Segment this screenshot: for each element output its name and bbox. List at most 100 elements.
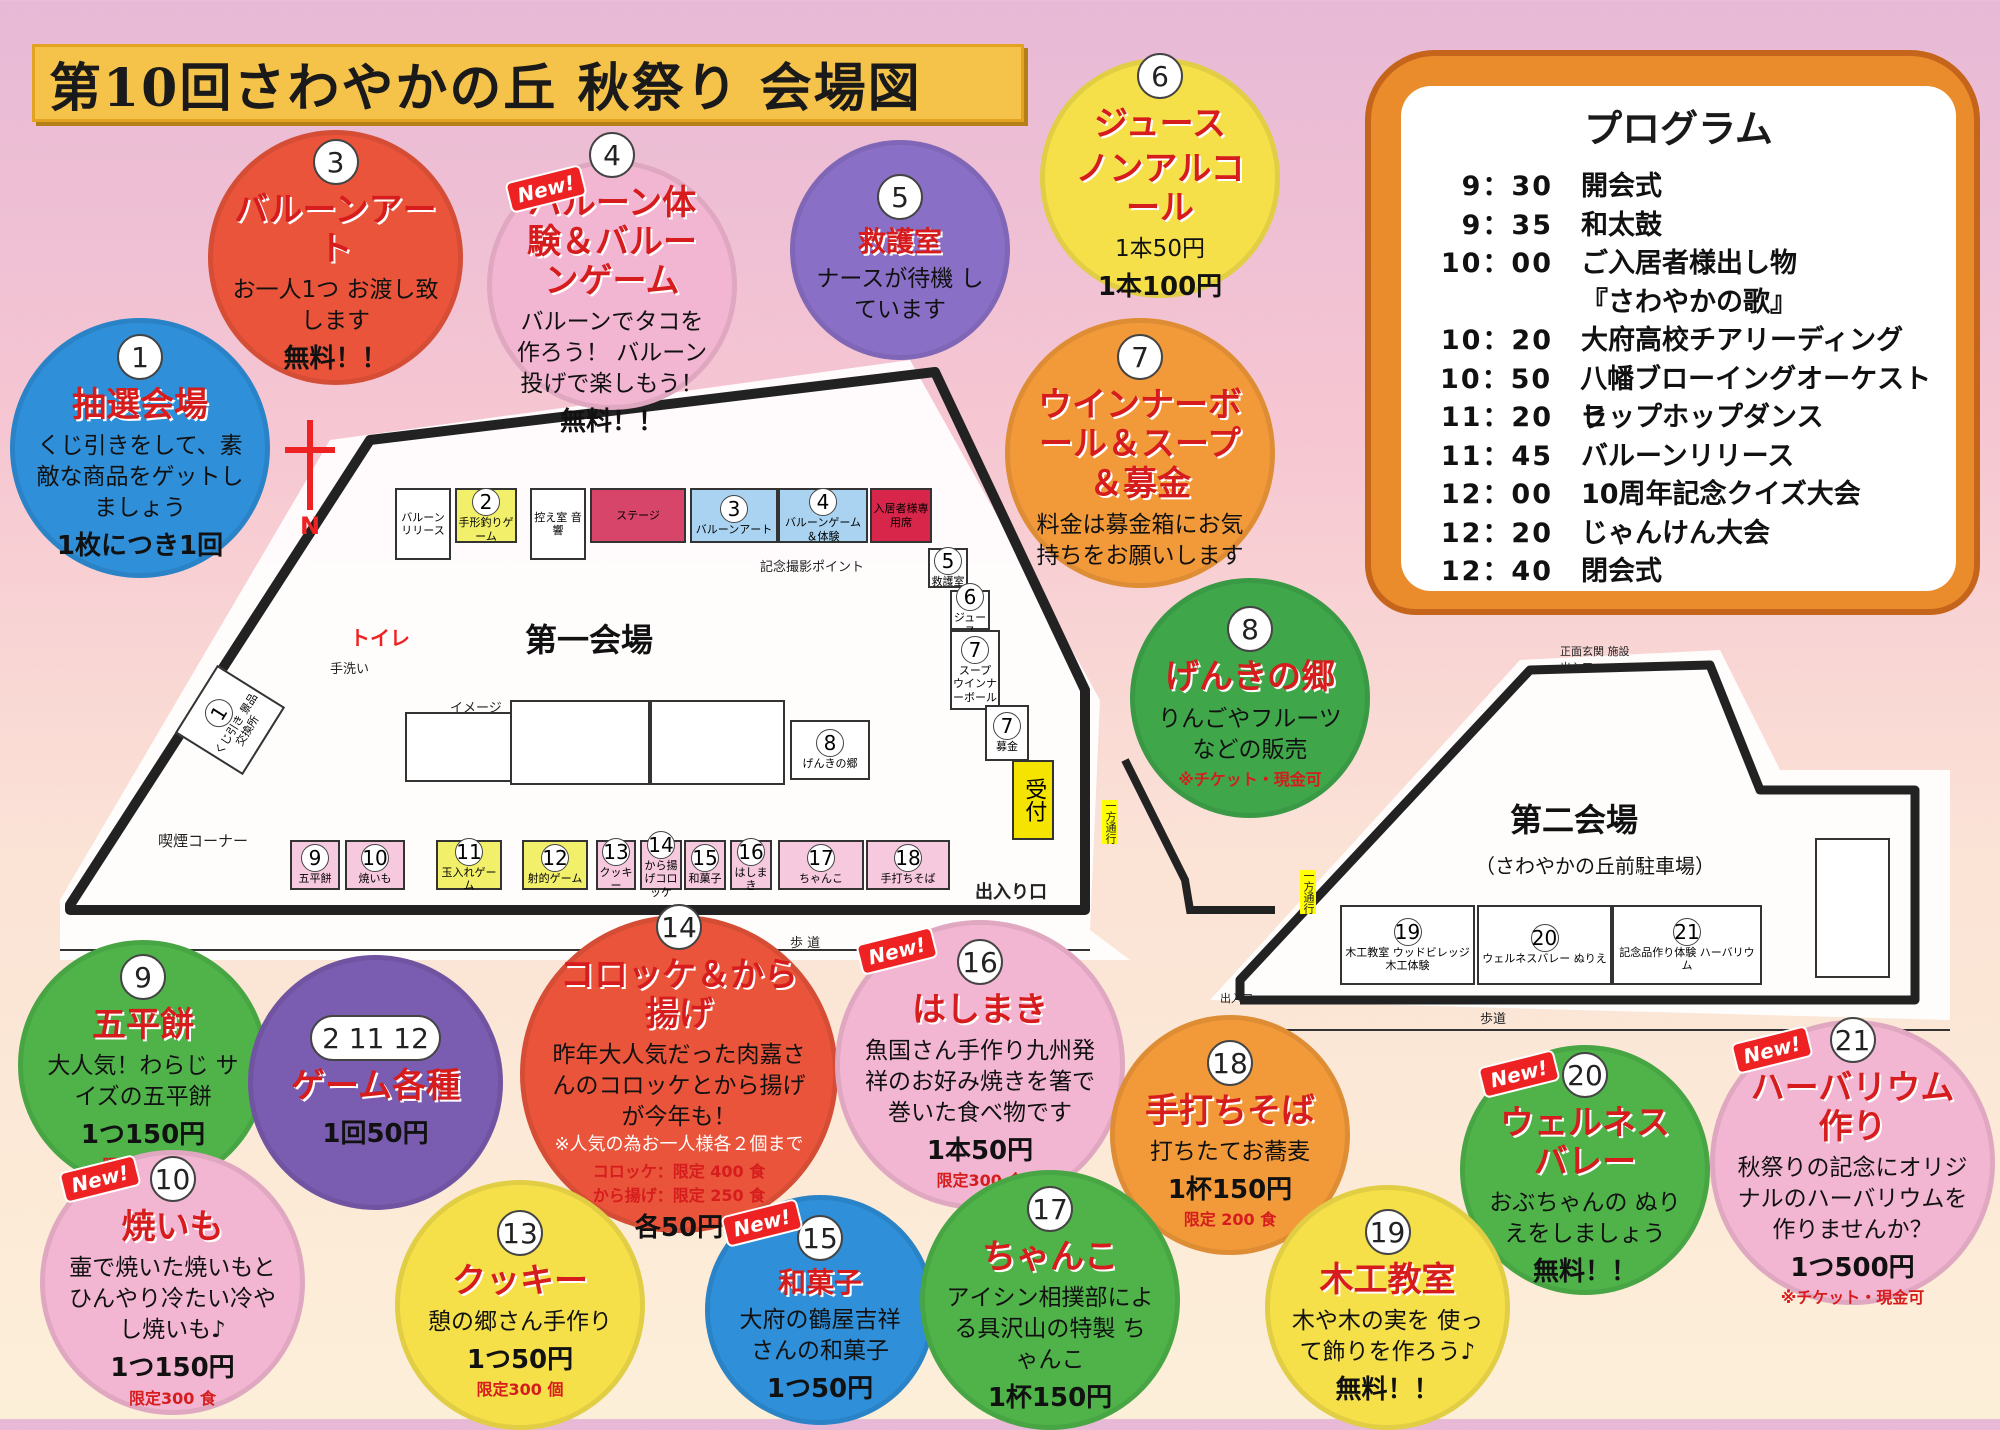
reception-booth: 受付 [1012, 760, 1054, 840]
circle-body: ナースが待機 しています [816, 266, 984, 324]
program-time: 12：20 [1440, 517, 1553, 549]
circle-number: 6 [1137, 52, 1183, 99]
circle-price: 1杯150円 [987, 1382, 1113, 1413]
circle-title: げんきの郷 [1165, 657, 1335, 698]
booth-number: 6 [956, 582, 984, 611]
exit2-label: 出入口 [1220, 992, 1253, 1005]
circle-number: 9 [120, 954, 166, 1001]
circle-price: 1つ50円 [766, 1373, 874, 1404]
circle-number: 19 [1364, 1208, 1411, 1255]
booth-8-label: げんきの郷 [802, 757, 858, 771]
circle-number: 5 [877, 173, 923, 220]
circle-title: クッキー [452, 1260, 588, 1301]
booth-label: 射的ゲーム [527, 872, 583, 886]
circle-number: 4 [589, 131, 635, 178]
circle-body: 秋祭りの記念にオリジナルのハーバリウムを作りませんか？ [1737, 1154, 1968, 1243]
circle-title: ウェルネスバレー [1500, 1102, 1670, 1182]
circle-body: りんごやフルーツ などの販売 [1158, 705, 1342, 763]
booth-number: 15 [691, 844, 719, 873]
circle-price: 1つ500円 [1790, 1252, 1915, 1283]
north-label: N [300, 512, 321, 540]
circle-body: お一人1つ お渡し致します [232, 277, 439, 335]
circle-body: くじ引きをして、素敵な商品をゲットしましょう [36, 432, 244, 521]
circle-number: 18 [1207, 1039, 1253, 1086]
program-row: 12：20 じゃんけん大会 [1411, 511, 1770, 550]
circle-limit: 限定 200 食 [1183, 1210, 1277, 1230]
smoking-label: 喫煙コーナー [158, 832, 249, 850]
exit-label: 出入り口 [975, 882, 1047, 903]
toilet-label: トイレ [350, 626, 410, 650]
circle-limit: から揚げ：限定 250 食 [592, 1185, 766, 1205]
circle-number: 15 [797, 1214, 843, 1261]
oneway-label-1: 一方通行 [1102, 800, 1118, 844]
booth-number: 12 [541, 844, 569, 873]
photo-label: 記念撮影ポイント [760, 560, 865, 575]
circle-title: ノンアルコール [1075, 148, 1245, 228]
booth-7b-number: 7 [993, 712, 1021, 741]
booth-number: 17 [807, 844, 835, 873]
page-title: 第10回さわやかの丘 秋祭り 会場図 [32, 44, 1024, 122]
booth-number: 5 [934, 547, 962, 576]
program-time: 9：30 [1461, 171, 1553, 202]
table-set-3 [650, 700, 785, 785]
venue2-outline [1235, 660, 1920, 1005]
circle-title: バルーンアート [234, 190, 437, 270]
booth-7b-label: 募金 [996, 740, 1018, 754]
program-title: プログラム [1584, 107, 1773, 151]
circle-limit: コロッケ：限定 400 食 [592, 1161, 766, 1181]
circle-price: 1枚につき1回 [56, 530, 224, 561]
circle-number: 16 [957, 938, 1003, 985]
program-time: 10：00 [1440, 248, 1553, 279]
circle-price: 無料！！ [559, 406, 664, 437]
venue1-label: 第一会場 [525, 621, 654, 659]
booth-label: 焼いも [358, 872, 392, 886]
circle-title: ジュース [1094, 103, 1226, 144]
circle-price: 1本50円 [926, 1135, 1034, 1166]
program-event: 和太鼓 [1581, 209, 1662, 241]
circle-title: はしまき [912, 989, 1048, 1030]
circle-number: 21 [1829, 1016, 1876, 1063]
booth-label: 玉入れゲーム [441, 865, 497, 892]
circle-price: 1つ150円 [110, 1353, 235, 1384]
circle-body: 大人気！わらじ サイズの五平餅 [47, 1053, 239, 1111]
walkway2-label: 歩道 [1480, 1012, 1507, 1027]
circle-price: 1回50円 [322, 1118, 429, 1149]
program-event: 閉会式 [1581, 556, 1662, 587]
program-event: ご入居者様出し物 [1581, 248, 1797, 279]
circle-limit: 限定300 食 [129, 1388, 216, 1408]
booth-label: バルーンアート [695, 522, 773, 536]
circle-body: 料金は募金箱にお気持ちをお願いします [1036, 511, 1244, 569]
hand-wash-label: 手洗い [330, 662, 370, 677]
booth-label: 手形釣りゲーム [458, 516, 514, 543]
program-event: じゃんけん大会 [1581, 517, 1770, 549]
booth-booths_top-0: バルーンリリース [395, 488, 451, 560]
circle-title: 木工教室 [1319, 1259, 1456, 1300]
circle-body: 魚国さん手作り九州発祥のお好み焼きを箸で巻いた食べ物です [864, 1037, 1095, 1126]
circle-price: 無料！！ [1532, 1256, 1637, 1287]
circle-number: 10 [149, 1156, 196, 1203]
booth-label: バルーンリリース [401, 510, 445, 537]
booth-number: 11 [455, 837, 483, 866]
booth-number: 14 [647, 831, 675, 860]
